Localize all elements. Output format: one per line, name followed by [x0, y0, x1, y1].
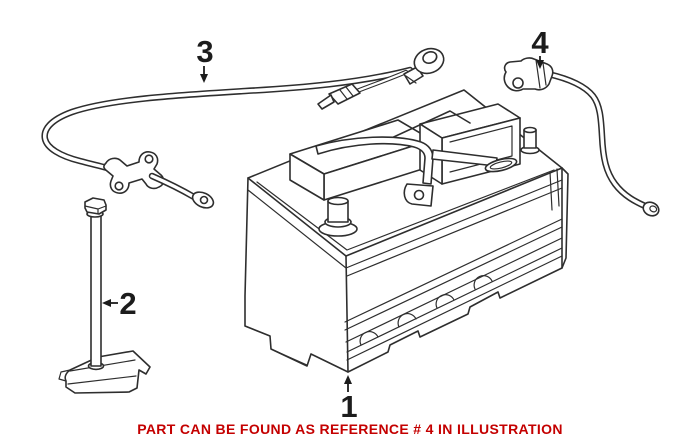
callout-3-label: 3 — [196, 34, 213, 69]
hold-down-rod-drawing — [58, 197, 151, 394]
callout-2-label: 2 — [119, 286, 136, 321]
callout-4-label: 4 — [531, 25, 549, 60]
battery-drawing — [244, 89, 569, 373]
callout-1: 1 — [340, 375, 358, 424]
reference-note: PART CAN BE FOUND AS REFERENCE # 4 IN IL… — [137, 421, 563, 437]
callout-4: 4 — [531, 25, 549, 69]
callout-3: 3 — [196, 34, 214, 83]
cable-drawing-left — [41, 47, 445, 209]
callout-2: 2 — [102, 286, 137, 321]
callout-1-label: 1 — [340, 389, 357, 424]
